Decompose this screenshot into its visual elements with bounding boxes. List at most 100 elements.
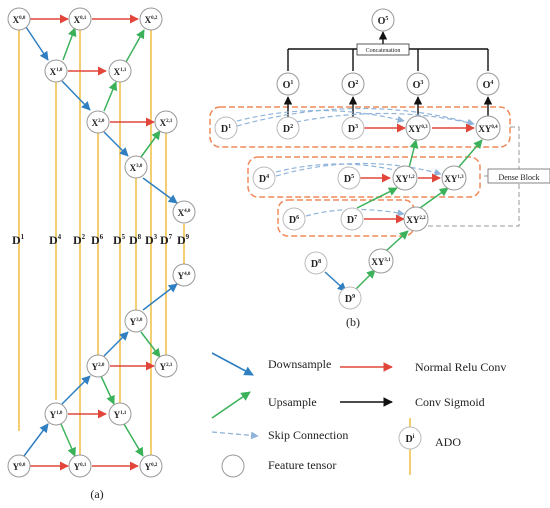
ado-node: D2: [276, 116, 300, 140]
panel-b-caption: (b): [346, 315, 360, 329]
svg-text:X0,0: X0,0: [13, 15, 26, 25]
up-arrows-b: [355, 139, 483, 290]
output-node: O4: [476, 72, 500, 96]
panel-b: Dense Block Concatenation O5 O1 O2 O3 O4: [209, 8, 550, 329]
svg-text:D9: D9: [345, 294, 355, 305]
row1-nodes: D1 D2 D3 XY0,3 XY0,4: [214, 115, 501, 141]
ado-node: D4: [252, 166, 276, 190]
skip-connections: [236, 107, 475, 217]
up-arrow: [62, 27, 77, 61]
panel-a: D1 D4 D2 D6 D5 D8 D3 D7 D9: [7, 7, 196, 501]
svg-text:D5: D5: [344, 174, 354, 185]
ado-label-d5: D5: [113, 233, 126, 247]
svg-text:O3: O3: [413, 80, 424, 91]
up-arrow: [125, 29, 145, 63]
svg-text:XY0,4: XY0,4: [478, 124, 498, 134]
down-arrow: [103, 131, 129, 157]
ado-lines: [18, 30, 185, 456]
output-node: O2: [341, 72, 365, 96]
output-node: O1: [276, 72, 300, 96]
ado-label-d7: D7: [160, 233, 173, 247]
svg-text:X0,1: X0,1: [74, 15, 87, 25]
svg-text:Y1,1: Y1,1: [114, 410, 127, 420]
ado-label-d6: D6: [91, 233, 104, 247]
x-path-arrows: [25, 14, 178, 204]
feature-node: XY0,4: [475, 115, 501, 141]
feature-node: X0,1: [68, 7, 92, 31]
down-arrow-b: [324, 271, 347, 292]
ado-node: D7: [340, 207, 364, 231]
sigmoid-arrows: [283, 96, 493, 117]
up-arrow: [140, 331, 161, 358]
feature-node: Y0,1: [68, 454, 92, 478]
legend-feature-tensor-circle: [221, 454, 245, 478]
svg-text:X0,2: X0,2: [145, 15, 158, 25]
svg-text:D8: D8: [311, 259, 321, 270]
feature-node: Y4,0: [172, 263, 196, 287]
feature-node: X3,0: [124, 155, 148, 179]
feature-node: X1,0: [44, 59, 68, 83]
down-arrow: [61, 375, 91, 405]
row4-nodes: D8 XY3,1: [304, 248, 394, 275]
feature-node: X2,1: [154, 110, 178, 134]
feature-node: X2,0: [86, 110, 110, 134]
down-arrow: [142, 177, 178, 204]
legend-skip-arrow: [211, 431, 259, 440]
svg-text:Y1,0: Y1,0: [50, 410, 63, 420]
svg-text:X2,1: X2,1: [160, 118, 173, 128]
feature-node: XY2,2: [403, 206, 429, 232]
feature-node: Y0,0: [7, 454, 31, 478]
legend-skip-label: Skip Connection: [268, 428, 348, 442]
svg-text:XY3,1: XY3,1: [371, 257, 391, 267]
feature-node: X0,2: [139, 7, 163, 31]
svg-text:Y2,0: Y2,0: [92, 362, 105, 372]
y-path-arrows: [23, 283, 178, 471]
legend-upsample-arrow: [211, 391, 251, 419]
svg-text:XY1,3: XY1,3: [444, 174, 464, 184]
row2-nodes: D4 D5 XY1,2 XY1,3: [252, 165, 467, 191]
svg-text:Y3,0: Y3,0: [130, 317, 143, 327]
down-arrow: [61, 80, 91, 111]
concatenation-box: [356, 43, 410, 56]
svg-text:X3,0: X3,0: [130, 163, 143, 173]
ado-label-d4: D4: [49, 233, 62, 247]
svg-text:Y0,1: Y0,1: [74, 462, 87, 472]
legend-sigmoid-label: Conv Sigmoid: [415, 395, 485, 409]
ado-label-d3: D3: [145, 233, 158, 247]
legend: Downsample Normal Relu Conv Upsample Con…: [211, 352, 506, 478]
panel-a-caption: (a): [90, 487, 103, 501]
feature-node: XY3,1: [368, 248, 394, 274]
ado-node-d9: D9: [338, 286, 362, 310]
feature-node: XY0,3: [405, 115, 431, 141]
svg-text:XY1,2: XY1,2: [395, 174, 415, 184]
feature-node: XY1,3: [441, 165, 467, 191]
dense-block-label: Dense Block: [498, 173, 539, 182]
svg-text:D6: D6: [289, 215, 299, 226]
ado-node: D8: [304, 251, 328, 275]
svg-text:O4: O4: [483, 80, 494, 91]
ado-label-d9: D9: [177, 233, 190, 247]
svg-text:XY2,2: XY2,2: [406, 215, 426, 225]
down-arrow: [25, 26, 49, 61]
up-arrow: [123, 423, 144, 457]
up-arrow: [140, 130, 161, 158]
dense-block-row1: [209, 106, 511, 148]
ado-label-d8: D8: [129, 233, 142, 247]
row3-nodes: D6 D7 XY2,2: [282, 206, 429, 232]
legend-relu-label: Normal Relu Conv: [415, 360, 506, 374]
dense-block-row2: [247, 156, 481, 198]
ado-labels: D1 D4 D2 D6 D5 D8 D3 D7 D9: [12, 233, 190, 247]
ado-label-d1: D1: [12, 233, 25, 247]
feature-node: X1,1: [108, 59, 132, 83]
up-arrow: [103, 81, 118, 112]
svg-text:X2,0: X2,0: [92, 118, 105, 128]
feature-node: Y3,0: [124, 309, 148, 333]
feature-node: Y2,0: [86, 354, 110, 378]
feature-node: XY1,2: [392, 165, 418, 191]
feature-node: Y2,1: [154, 354, 178, 378]
svg-text:O5: O5: [378, 16, 389, 27]
feature-node: X0,0: [7, 7, 31, 31]
output-node: O3: [406, 72, 430, 96]
output-nodes: O1 O2 O3 O4: [276, 72, 500, 96]
